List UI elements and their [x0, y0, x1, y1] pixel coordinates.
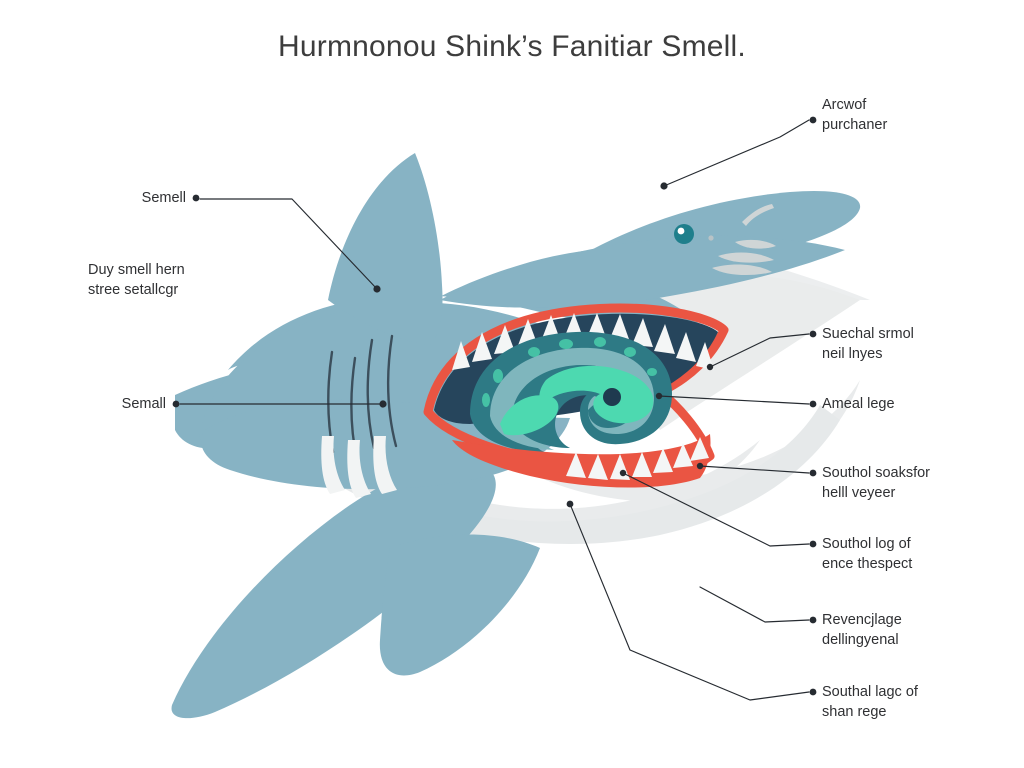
ampulla-mark [735, 239, 776, 249]
callout-southal-lagc: Southal lagc of shan rege [822, 684, 918, 720]
tooth-lower [653, 448, 673, 473]
eye [674, 224, 694, 244]
leader-line-southol-soaksfor [699, 465, 810, 474]
label-dot-semell [192, 194, 200, 202]
ampulla-mark [718, 252, 774, 263]
tooth-upper [452, 341, 470, 370]
label-dot-southal-lagc [809, 688, 817, 696]
anchor-dot-throat [655, 392, 663, 400]
leader-dots-group [172, 116, 817, 696]
callout-southol-soaksfor: Southol soaksfor helll veyeer [822, 465, 931, 501]
callout-arcwof-purchaner: Arcwof purchaner [822, 97, 888, 133]
callout-semall: Semall [121, 396, 166, 412]
label-dot-revencjlage [809, 616, 817, 624]
dorsal-fin [328, 153, 443, 345]
gill-flap-1 [321, 436, 345, 494]
ampullae-marks-group [712, 204, 776, 276]
anchor-dot-chin [619, 469, 627, 477]
label-dot-semall [172, 400, 180, 408]
tooth-lower [588, 454, 608, 480]
anchor-dot-gill [379, 400, 387, 408]
callout-semell: Semell [141, 190, 186, 206]
leader-line-revencjlage [699, 586, 810, 623]
pectoral-fin-left [171, 461, 496, 719]
leader-line-ameal-lege [658, 395, 810, 405]
label-dot-arcwof-purchaner [809, 116, 817, 124]
eye-highlight [677, 227, 685, 235]
throat-center-dot [603, 388, 621, 406]
callout-suechal-srmol: Suechal srmol neil lnyes [822, 326, 914, 362]
callout-southol-log-of: Southol log of ence thespect [822, 536, 913, 572]
lower-body-gray [330, 405, 840, 544]
ampulla-mark [712, 264, 772, 276]
tooth-upper [654, 324, 675, 354]
leader-line-suechal-srmol [709, 333, 810, 368]
anchor-dot-dorsal [373, 285, 381, 293]
gill-slit-3 [366, 338, 376, 450]
speckle [493, 369, 503, 383]
throat-spiral-group [470, 331, 672, 452]
shark-eye-group [674, 224, 714, 244]
tooth-lower [673, 443, 693, 468]
gill-flap-2 [347, 440, 371, 498]
label-dot-ameal-lege [809, 400, 817, 408]
callout-duy-smell-hern: Duy smell hern stree setallcgr [88, 262, 185, 298]
speckle [559, 339, 573, 349]
tooth-lower [690, 437, 709, 461]
gill-flap-3 [373, 436, 397, 494]
tooth-upper [632, 318, 653, 347]
speckle [594, 337, 606, 347]
ampulla-line [742, 204, 774, 226]
throat-tongue-fold [500, 395, 559, 436]
anchor-dot-lower-lip [696, 462, 704, 470]
tooth-upper [494, 325, 515, 354]
label-dot-southol-soaksfor [809, 469, 817, 477]
leader-line-arcwof-purchaner [663, 119, 810, 187]
upper-teeth-row [452, 313, 714, 370]
anchor-dot-belly [566, 500, 574, 508]
tooth-lower [566, 452, 586, 478]
speckle [624, 347, 636, 357]
speckle [528, 347, 540, 357]
throat-core-bright [539, 365, 654, 424]
page-title: Hurmnonou Shink’s Fanitiar Smell. [278, 30, 746, 63]
speckle [482, 393, 490, 407]
tooth-upper [472, 332, 492, 362]
callout-ameal-lege: Ameal lege [822, 396, 895, 412]
leader-line-semell [199, 198, 378, 290]
leader-line-southol-log-of [622, 472, 810, 547]
tooth-lower [632, 452, 652, 477]
pelvic-fin [379, 534, 540, 676]
leader-line-southal-lagc [569, 503, 810, 701]
callout-revencjlage: Revencjlage dellingyenal [822, 612, 902, 648]
speckle [647, 368, 657, 376]
label-dot-southol-log-of [809, 540, 817, 548]
gill-slit-4 [387, 334, 398, 448]
tooth-upper [696, 342, 714, 370]
nostril [708, 235, 714, 241]
tooth-upper [676, 332, 696, 362]
throat-speckles [482, 337, 657, 407]
anchor-dot-upper-jaw [706, 363, 714, 371]
label-dot-suechal-srmol [809, 330, 817, 338]
gill-flap-group [321, 436, 397, 498]
anchor-dot-snout [660, 182, 668, 190]
leader-lines-group [179, 119, 810, 701]
